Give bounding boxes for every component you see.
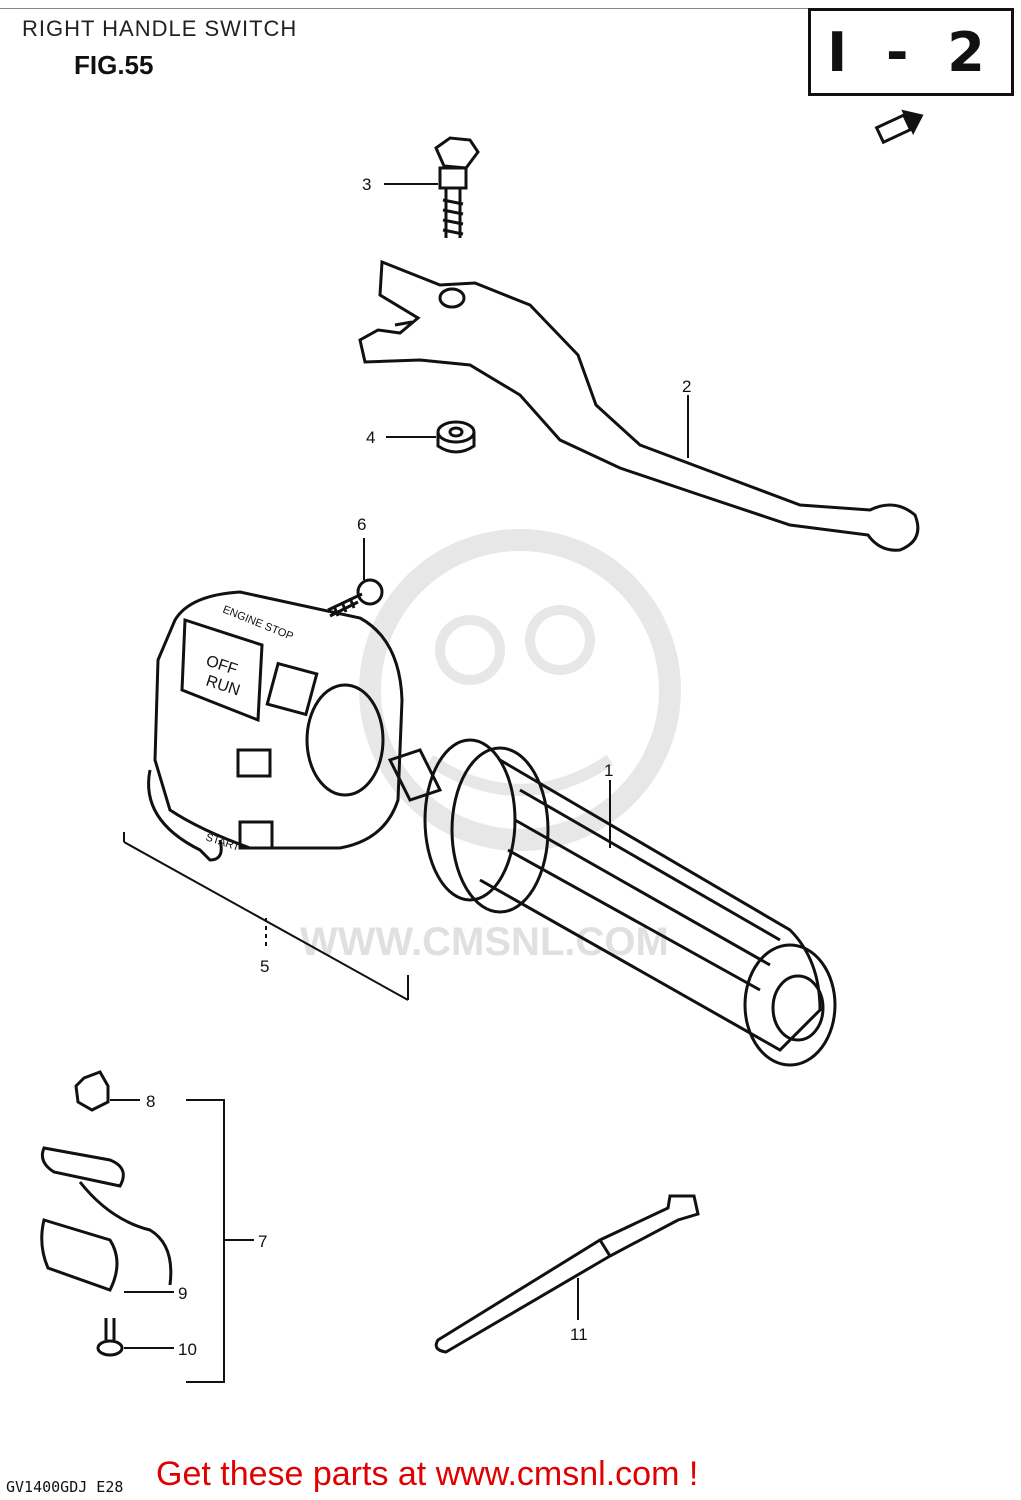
callout-4: 4 [366,428,375,447]
nut-part-4 [436,420,476,454]
diagram-title: RIGHT HANDLE SWITCH [22,16,298,41]
callout-6: 6 [357,515,366,534]
callout-2: 2 [682,377,691,396]
switch-kit-bracket [186,1099,254,1383]
figure-number: FIG.55 [74,50,154,80]
model-code: GV1400GDJ E28 [6,1478,124,1496]
callout-5: 5 [260,957,269,976]
callout-3: 3 [362,175,371,194]
switch-assembly-bracket [123,832,409,1001]
cta-link[interactable]: Get these parts at www.cmsnl.com ! [156,1455,699,1493]
callout-10: 10 [178,1340,197,1359]
watermark-logo [359,529,681,851]
switch-plate-part-9 [40,1146,173,1292]
callout-11: 11 [570,1325,588,1344]
section-box: I - 2 [808,8,1014,96]
screw-part-6 [327,578,384,618]
cable-tie-part-11 [434,1194,700,1354]
throttle-grip-part-1 [387,738,837,1067]
start-label: START [204,831,241,853]
header-rule [0,8,808,9]
callout-7: 7 [258,1232,267,1251]
clip-part-8 [74,1070,110,1112]
section-label: I - 2 [827,20,995,84]
brake-lever-part-2 [358,259,920,552]
screw-part-10 [96,1318,124,1357]
run-label: RUN [204,673,242,700]
switch-housing-part-5 [147,590,404,862]
callout-1: 1 [604,761,613,780]
callout-8: 8 [146,1092,155,1111]
front-arrow-icon [874,109,924,145]
bolt-part-3 [434,136,480,238]
watermark-text: WWW.CMSNL.COM [300,920,669,964]
engine-stop-label: ENGINE STOP [221,604,295,643]
callout-9: 9 [178,1284,187,1303]
